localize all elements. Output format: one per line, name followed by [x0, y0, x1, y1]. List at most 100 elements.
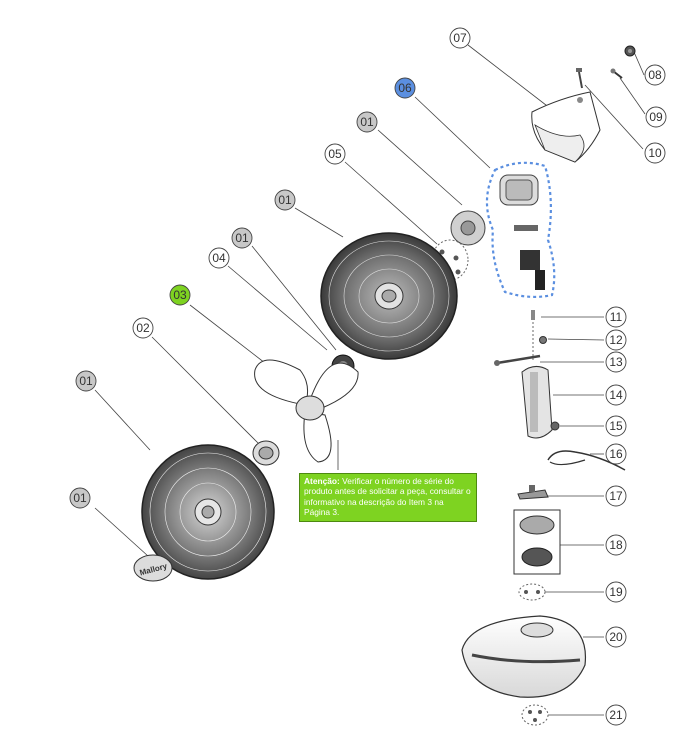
callout-circle [394, 77, 416, 99]
callout-01: 01 [69, 487, 91, 509]
base-feet-group [521, 704, 549, 726]
callout-01: 01 [231, 227, 253, 249]
callout-circle [605, 534, 627, 556]
callout-label: 03 [173, 288, 187, 302]
callout-circle [605, 485, 627, 507]
callout-circle [169, 284, 191, 306]
callout-label: 12 [609, 333, 623, 347]
callout-circle [69, 487, 91, 509]
callout-label: 13 [609, 355, 623, 369]
callout-circle [208, 247, 230, 269]
callout-01: 01 [274, 189, 296, 211]
callout-12: 12 [605, 329, 627, 351]
callout-label: 14 [609, 388, 623, 402]
callout-label: 16 [609, 447, 623, 461]
callout-circle [231, 227, 253, 249]
callout-17: 17 [605, 485, 627, 507]
callout-label: 20 [609, 630, 623, 644]
callout-label: 18 [609, 538, 623, 552]
rear-grill [320, 232, 458, 360]
callout-08: 08 [644, 64, 666, 86]
callout-label: 07 [453, 31, 467, 45]
callout-circle [605, 351, 627, 373]
callout-13: 13 [605, 351, 627, 373]
leader-lines [94, 44, 646, 716]
callout-label: 11 [610, 310, 623, 324]
clamp-part [517, 485, 549, 500]
motor-cover [531, 91, 601, 163]
callout-circle [274, 189, 296, 211]
attention-text: Verificar o número de série do produto a… [304, 476, 471, 518]
callout-11: 11 [605, 306, 627, 328]
callout-circle [449, 27, 471, 49]
callout-circle [132, 317, 154, 339]
callout-circle [605, 443, 627, 465]
callout-circle [356, 111, 378, 133]
callout-label: 02 [136, 321, 150, 335]
callout-16: 16 [605, 443, 627, 465]
callout-20: 20 [605, 626, 627, 648]
callout-circle [605, 384, 627, 406]
front-grill [141, 444, 275, 580]
height-adjuster-group [513, 509, 561, 575]
nut-part-2 [550, 421, 560, 431]
callout-label: 01 [235, 231, 249, 245]
callout-label: 15 [609, 419, 623, 433]
callout-circle [605, 329, 627, 351]
long-bolt-part [494, 354, 541, 366]
callout-label: 01 [79, 374, 93, 388]
callout-09: 09 [645, 106, 667, 128]
callout-label: 21 [609, 708, 623, 722]
callout-01: 01 [356, 111, 378, 133]
callout-circle [644, 142, 666, 164]
callout-label: 09 [649, 110, 663, 124]
callout-label: 06 [398, 81, 412, 95]
callout-label: 19 [609, 585, 623, 599]
motor-assembly [485, 161, 556, 299]
attention-note: Atenção: Verificar o número de série do … [299, 473, 477, 522]
callout-label: 17 [609, 489, 623, 503]
pin-part [531, 310, 535, 320]
base-part [461, 615, 587, 698]
callout-05: 05 [324, 143, 346, 165]
callout-18: 18 [605, 534, 627, 556]
logo-badge: Mallory [133, 554, 173, 582]
callout-circle [644, 64, 666, 86]
callout-group: 07 08 09 10 06 01 05 01 01 04 03 02 01 01 11 12 13 14 15 16… [69, 27, 667, 726]
callout-label: 01 [278, 193, 292, 207]
callout-circle [605, 626, 627, 648]
back-plate [450, 210, 486, 246]
callout-circle [75, 370, 97, 392]
callout-06: 06 [394, 77, 416, 99]
callout-19: 19 [605, 581, 627, 603]
base-screws-group [518, 583, 546, 601]
callout-label: 05 [328, 147, 342, 161]
stand-pole [521, 366, 553, 439]
callout-circle [605, 306, 627, 328]
callout-04: 04 [208, 247, 230, 269]
callout-circle [605, 415, 627, 437]
screw-part [610, 68, 623, 79]
bolt-part [576, 68, 583, 89]
callout-label: 01 [73, 491, 87, 505]
knob-part [624, 45, 636, 57]
callout-label: 10 [648, 146, 662, 160]
callout-14: 14 [605, 384, 627, 406]
nut-part [539, 336, 547, 344]
fan-blade [254, 359, 359, 463]
callout-label: 08 [648, 68, 662, 82]
callout-01: 01 [75, 370, 97, 392]
callout-07: 07 [449, 27, 471, 49]
callout-label: 01 [360, 115, 374, 129]
callout-21: 21 [605, 704, 627, 726]
callout-15: 15 [605, 415, 627, 437]
callout-label: 04 [212, 251, 226, 265]
callout-02: 02 [132, 317, 154, 339]
callout-10: 10 [644, 142, 666, 164]
callout-circle [605, 581, 627, 603]
callout-circle [324, 143, 346, 165]
spinner-cap [252, 440, 280, 466]
callout-03: 03 [169, 284, 191, 306]
attention-label: Atenção: [304, 476, 340, 486]
